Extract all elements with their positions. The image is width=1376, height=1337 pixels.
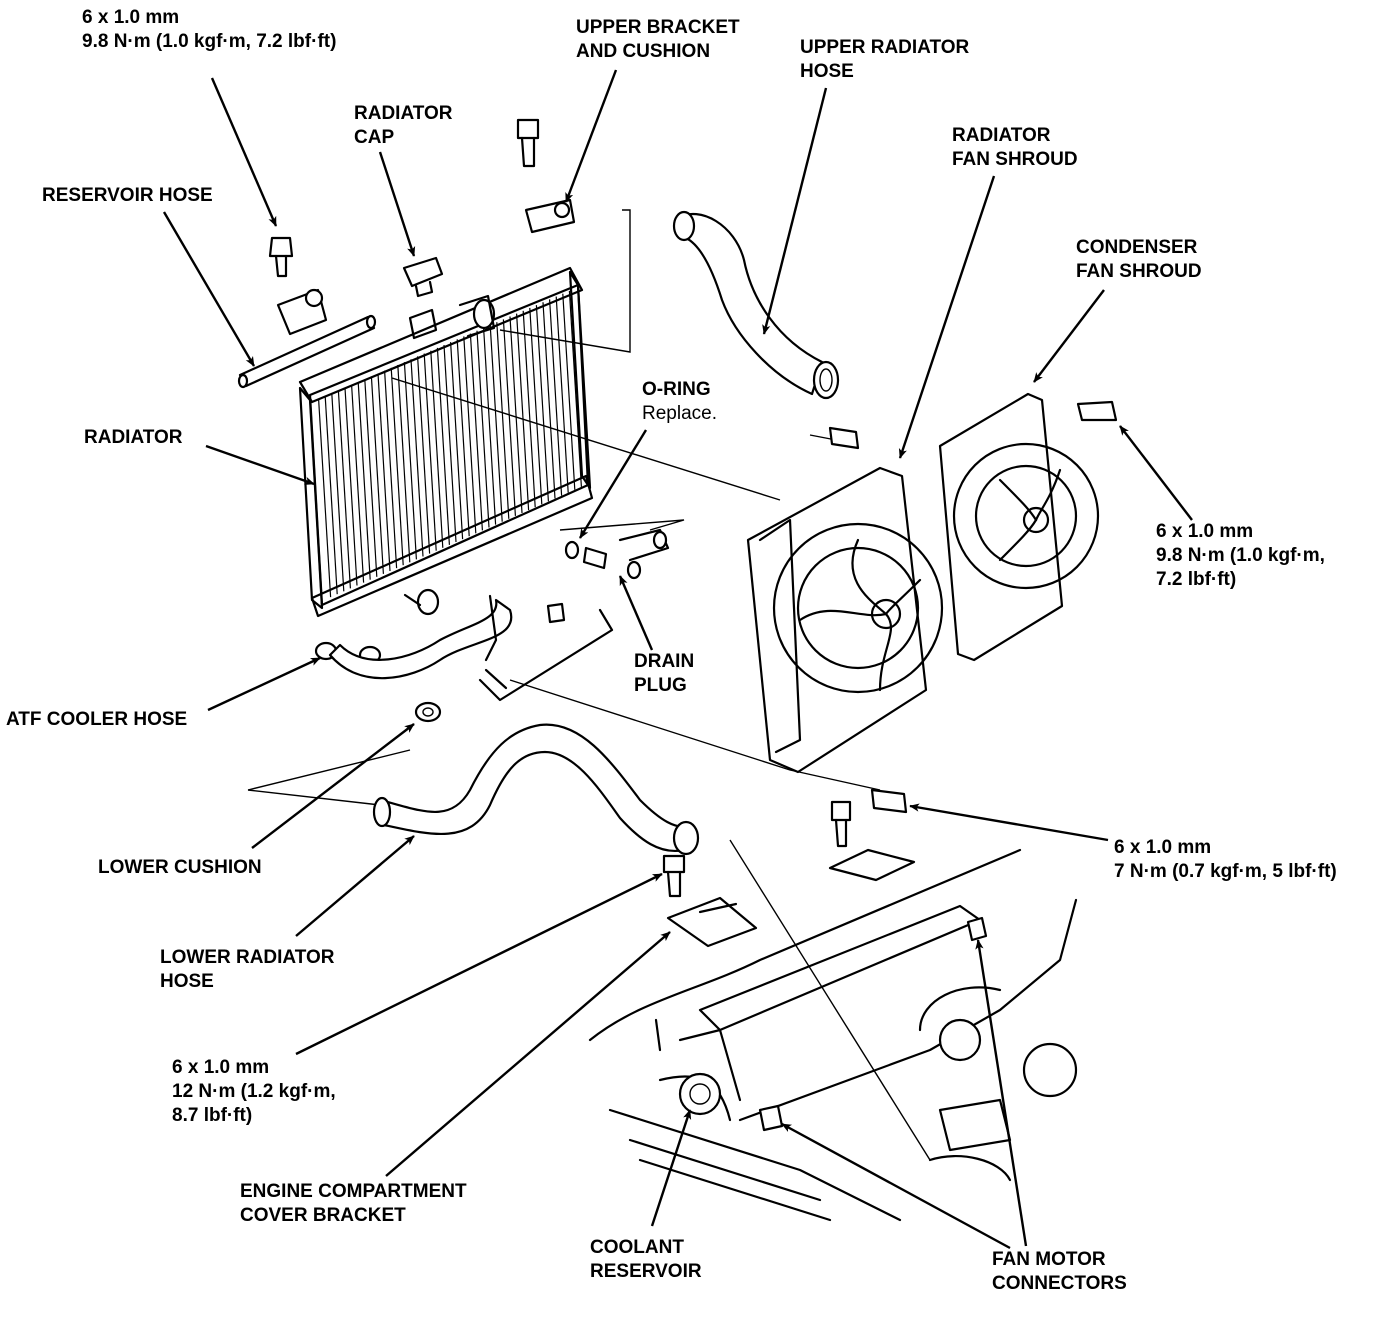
top-left-bolt-part bbox=[268, 236, 328, 336]
radiator-fin bbox=[483, 327, 497, 525]
label-engine-cover-bracket: ENGINE COMPARTMENT COVER BRACKET bbox=[240, 1181, 467, 1226]
radiator-fin bbox=[436, 347, 450, 545]
radiator-fin bbox=[555, 296, 569, 493]
engine-cover-bracket-part bbox=[662, 854, 758, 948]
label-radiator-cap: RADIATOR CAP bbox=[354, 103, 453, 148]
radiator-fin bbox=[509, 316, 523, 514]
radiator-fin bbox=[502, 319, 516, 516]
label-bolt-top-left: 6 x 1.0 mm 9.8 N·m (1.0 kgf·m, 7.2 lbf·f… bbox=[82, 6, 336, 54]
label-upper-bracket: UPPER BRACKET AND CUSHION bbox=[576, 17, 740, 62]
radiator-fin bbox=[568, 290, 582, 487]
radiator-fin bbox=[357, 382, 371, 580]
radiator-fin bbox=[443, 344, 457, 543]
radiator-fin bbox=[351, 384, 365, 583]
reservoir-hose-part bbox=[237, 314, 377, 389]
radiator-fin bbox=[337, 390, 351, 589]
label-o-ring: O-RING Replace. bbox=[642, 379, 717, 424]
radiator-fin bbox=[542, 302, 556, 499]
radiator-fin bbox=[476, 330, 490, 528]
label-reservoir-hose: RESERVOIR HOSE bbox=[42, 185, 213, 206]
connection-lines bbox=[247, 209, 931, 1161]
label-fan-motor-connectors: FAN MOTOR CONNECTORS bbox=[992, 1249, 1127, 1294]
radiator-fin bbox=[423, 353, 437, 551]
label-bolt-top-left-torque: 9.8 N·m (1.0 kgf·m, 7.2 lbf·ft) bbox=[82, 31, 337, 52]
radiator-fin bbox=[489, 325, 503, 522]
radiator-fin bbox=[364, 379, 378, 577]
radiator-fin bbox=[384, 370, 398, 569]
radiator-fin bbox=[430, 350, 444, 548]
label-atf-cooler-hose: ATF COOLER HOSE bbox=[6, 709, 188, 730]
label-bolt-top-left-size: 6 x 1.0 mm bbox=[82, 7, 180, 28]
radiator-cap-part bbox=[402, 256, 444, 298]
label-condenser-fan-shroud: CONDENSER FAN SHROUD bbox=[1076, 237, 1202, 282]
atf-cooler-hose-part bbox=[328, 593, 614, 702]
radiator-fin bbox=[397, 364, 411, 563]
radiator-fin bbox=[370, 376, 384, 574]
leader-arrows bbox=[162, 69, 1193, 1250]
label-radiator-fan-shroud: RADIATOR FAN SHROUD bbox=[952, 125, 1078, 170]
radiator-fin bbox=[469, 333, 483, 531]
radiator-fin bbox=[324, 396, 338, 595]
lower-right-bolt-part bbox=[828, 788, 916, 882]
radiator-fin bbox=[318, 399, 332, 598]
label-lower-cushion: LOWER CUSHION bbox=[98, 857, 262, 878]
radiator-fin bbox=[377, 373, 391, 572]
radiator-fin bbox=[535, 305, 549, 502]
drain-plug-part bbox=[564, 528, 670, 580]
radiator-fin bbox=[549, 299, 563, 496]
radiator-fin bbox=[516, 313, 530, 511]
radiator-fin bbox=[417, 356, 431, 554]
upper-radiator-hose-part bbox=[672, 210, 840, 400]
label-lower-radiator-hose: LOWER RADIATOR HOSE bbox=[160, 947, 335, 992]
label-drain-plug: DRAIN PLUG bbox=[634, 651, 695, 696]
radiator-fin bbox=[522, 310, 536, 508]
radiator-fin bbox=[344, 387, 358, 586]
lower-cushion-part bbox=[414, 701, 442, 723]
upper-bracket-part bbox=[516, 118, 576, 234]
radiator-fin bbox=[450, 342, 464, 540]
radiator-fin bbox=[496, 322, 510, 519]
radiator-fin bbox=[463, 336, 477, 534]
label-coolant-reservoir: COOLANT RESERVOIR bbox=[590, 1237, 702, 1282]
radiator-fin bbox=[456, 339, 470, 537]
radiator-part bbox=[298, 266, 594, 665]
radiator-fin bbox=[529, 307, 543, 505]
vehicle-body-part bbox=[588, 848, 1078, 1222]
label-bolt-right-upper: 6 x 1.0 mm 9.8 N·m (1.0 kgf·m, 7.2 lbf·f… bbox=[1156, 521, 1325, 590]
radiator-fin bbox=[390, 367, 404, 566]
radiator-fin bbox=[562, 293, 576, 490]
radiator-fin bbox=[331, 393, 345, 592]
radiator-fin bbox=[403, 362, 417, 560]
label-bolt-bottom-left: 6 x 1.0 mm 12 N·m (1.2 kgf·m, 8.7 lbf·ft… bbox=[172, 1057, 336, 1126]
label-radiator: RADIATOR bbox=[84, 427, 183, 448]
label-upper-radiator-hose: UPPER RADIATOR HOSE bbox=[800, 37, 970, 82]
label-bolt-right-lower: 6 x 1.0 mm 7 N·m (0.7 kgf·m, 5 lbf·ft) bbox=[1114, 837, 1337, 882]
condenser-fan-shroud-part bbox=[938, 392, 1118, 662]
lower-radiator-hose-part bbox=[372, 723, 700, 856]
radiator-fin bbox=[410, 359, 424, 557]
radiator-fan-shroud-part bbox=[746, 426, 944, 774]
